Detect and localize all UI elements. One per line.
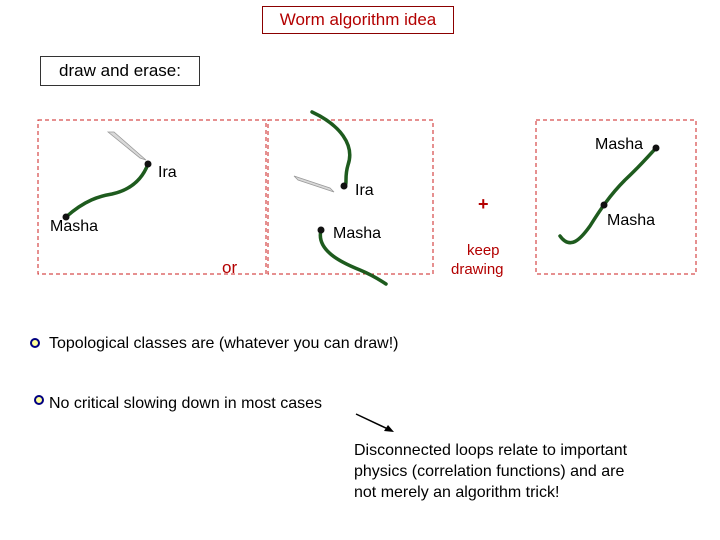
note-line: physics (correlation functions) and are	[354, 463, 625, 480]
panel-middle	[267, 119, 434, 275]
panel-left	[37, 119, 267, 275]
note-line: not merely an algorithm trick!	[354, 484, 560, 501]
masha-label: Masha	[595, 136, 644, 153]
worm-tail-dot	[317, 226, 325, 234]
bullet-icon	[30, 338, 40, 348]
masha-label: Masha	[333, 225, 382, 242]
worm-head-dot	[652, 144, 660, 152]
masha-label: Masha	[50, 218, 99, 235]
bullet-text-topological: Topological classes are (whatever you ca…	[49, 335, 399, 352]
arrow-icon	[355, 413, 394, 432]
section-heading: draw and erase:	[40, 56, 200, 86]
note-text: Disconnected loops relate to important p…	[354, 440, 674, 503]
page-title: Worm algorithm idea	[262, 6, 454, 34]
worm-line	[64, 162, 150, 219]
ira-label: Ira	[158, 164, 177, 181]
eraser-icon	[293, 175, 335, 193]
plus-label: +	[478, 194, 489, 214]
worm-tail-dot	[62, 213, 70, 221]
keep-label: keep	[467, 242, 500, 259]
drawing-label: drawing	[451, 261, 504, 278]
eraser-icon	[106, 131, 147, 161]
note-line: Disconnected loops relate to important	[354, 442, 628, 459]
masha-label: Masha	[607, 212, 656, 229]
bullet-icon	[34, 395, 44, 405]
worm-line	[310, 110, 352, 188]
worm-tail-dot	[600, 201, 608, 209]
panel-right	[535, 119, 697, 275]
bullet-text-slowing: No critical slowing down in most cases	[49, 395, 322, 412]
worm-head-dot	[340, 182, 348, 190]
or-label: or	[222, 258, 238, 277]
worm-line	[318, 228, 388, 286]
worm-head-dot	[144, 160, 152, 168]
ira-label: Ira	[355, 182, 374, 199]
